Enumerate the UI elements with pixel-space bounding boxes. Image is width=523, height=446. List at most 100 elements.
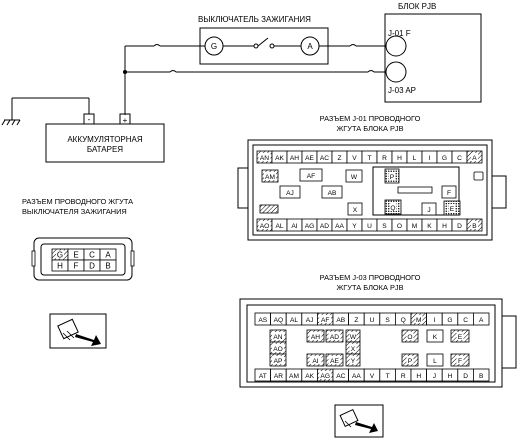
j01-top-pin-label-bg [471,153,478,161]
j03-bottom-pin-label: H [416,373,421,380]
j03-top-pin-label: I [433,317,435,324]
j03-mid-pin-label-bg [456,356,464,364]
j03-top-pin-label: S [385,317,390,324]
j01-mid-pin-label: AJ [286,190,294,197]
j01-top-pin-label: H [397,155,402,162]
j03-bottom-pin-label: R [401,373,406,380]
switch-pin-label: G [57,251,63,260]
j03-bottom-pin-label: T [386,373,390,380]
j01-bottom-pin-label-bg [471,221,478,229]
connector-break-mark [367,70,375,73]
j03-top-pin-label: U [370,317,375,324]
j01-mid-pin-cell [299,168,323,182]
j01-top-pin-label: L [413,155,417,162]
j01-top-pin-label: R [382,155,387,162]
j01-top-pin-label: AN [260,155,269,162]
j03-title-line1: РАЗЪЕМ J-03 ПРОВОДНОГО [320,273,421,282]
j03-top-pin-label: M [416,317,422,324]
j03-title-line2: ЖГУТА БЛОКА PJB [336,283,403,292]
switch-pin-label-bg [56,250,64,259]
switch-pin-cell [99,259,117,272]
j01-bottom-pin-label: AA [335,223,344,230]
pjb-block-box [384,13,482,103]
j01-top-pin-label: V [352,155,357,162]
j01-mid-pin-label: AB [328,190,337,197]
switch-pin-label: H [57,262,63,271]
j01-bottom-pin-label: AD [320,223,329,230]
j01-mid-pin-cell [321,185,343,199]
battery-minus-sign: - [88,115,91,124]
j01-mid-pin-label: AF [307,173,315,180]
battery-label-line2: БАТАРЕЯ [87,145,123,154]
j01-title-line1: РАЗЪЕМ J-01 ПРОВОДНОГО [320,114,421,123]
j03-top-pin-label: AL [290,317,298,324]
j03-top-pin-label-bg [319,315,332,323]
switch-pin-label: D [89,262,95,271]
j01-mid-pin-cell [347,202,363,216]
schematic: ВЫКЛЮЧАТЕЛЬ ЗАЖИГАНИЯ G A БЛОК PJB J-01 … [1,2,482,163]
j03-bottom-pin-label: AM [289,373,299,380]
j03-mid-pin-label: AP [274,358,283,365]
j03-mid-pin-label: K [433,334,438,341]
j03-bottom-pin-label: AK [305,373,314,380]
pjb-block-label: БЛОК PJB [398,2,436,11]
j01-top-pin-label-bg [258,153,271,161]
j03-bottom-pin-label: AT [259,373,267,380]
battery-plus-sign: + [123,116,128,125]
connector-break-mark [349,44,357,47]
j03-mid-pin-label-bg [406,332,414,340]
battery-box [45,123,165,163]
j01-mid-pin-label-bg [388,172,396,180]
j03-mid-pin-label-bg [328,356,341,364]
j03-mid-pin-label-bg [349,332,357,340]
switch-pin-label: A [105,251,111,260]
terminal-probe-icon [49,313,107,349]
j01-bottom-pin-label: Y [352,223,357,230]
j03-mid-pin-label: Y [351,358,356,365]
j01-bottom-pin-label: AO [260,223,270,230]
switch-terminal-a-label: A [307,42,313,51]
j03-mid-pin-label: X [351,346,356,353]
j03-mid-pin-label-bg [406,356,414,364]
j01-top-pin-label: G [442,155,447,162]
j03-top-pin-label: Z [354,317,358,324]
j03-top-pin-label: AB [336,317,345,324]
j01-mid-pin-label: J [427,207,430,214]
j01-bottom-pin-label: AG [305,223,315,230]
ignition-switch-label: ВЫКЛЮЧАТЕЛЬ ЗАЖИГАНИЯ [198,15,311,24]
j03-mid-pin-label: O [407,334,412,341]
j03-bottom-pin-label: AR [274,373,283,380]
connector-break-mark [169,70,177,73]
j01-mid-pin-label: Q [390,205,395,212]
j01-bottom-pin-label: U [367,223,372,230]
j01-bottom-pin-label: O [397,223,402,230]
j01-mid-pin-label: P [390,174,395,181]
switch-connector-title-line1: РАЗЪЕМ ПРОВОДНОГО ЖГУТА [22,197,133,206]
j03-mid-pin-label: AO [273,346,283,353]
j03-mid-pin-label: AN [273,334,282,341]
j03-mid-pin-label: W [350,334,357,341]
j03-mid-pin-label: F [458,358,462,365]
j01-bottom-pin-label: B [472,223,477,230]
j01-top-pin-label: Z [337,155,341,162]
j01-bottom-pin-label: H [442,223,447,230]
j01-mid-pin-cell [421,202,437,216]
switch-pin-label: E [73,251,78,260]
j01-mid-pin-cell [279,185,301,199]
j03-mid-pin-cell [426,329,444,343]
pjb-j03ap-label: J-03 AP [388,86,416,95]
j01-bottom-pin-label: S [382,223,387,230]
j03-top-pin-label: AJ [306,317,314,324]
terminal-probe-icon [334,404,384,438]
j03-bottom-pin-label: AA [352,373,361,380]
pjb-j01f-label: J-01 F [388,29,411,38]
j01-bottom-pin-label: K [427,223,432,230]
j01-top-pin-label: AE [305,155,314,162]
battery-label-line1: АККУМУЛЯТОРНАЯ [67,135,143,144]
j03-mid-pin-cell [426,353,444,367]
j01-mid-pin-label-bg [264,172,276,180]
j03-mid-pin-label: AH [311,334,320,341]
switch-pin-label: C [89,251,95,260]
